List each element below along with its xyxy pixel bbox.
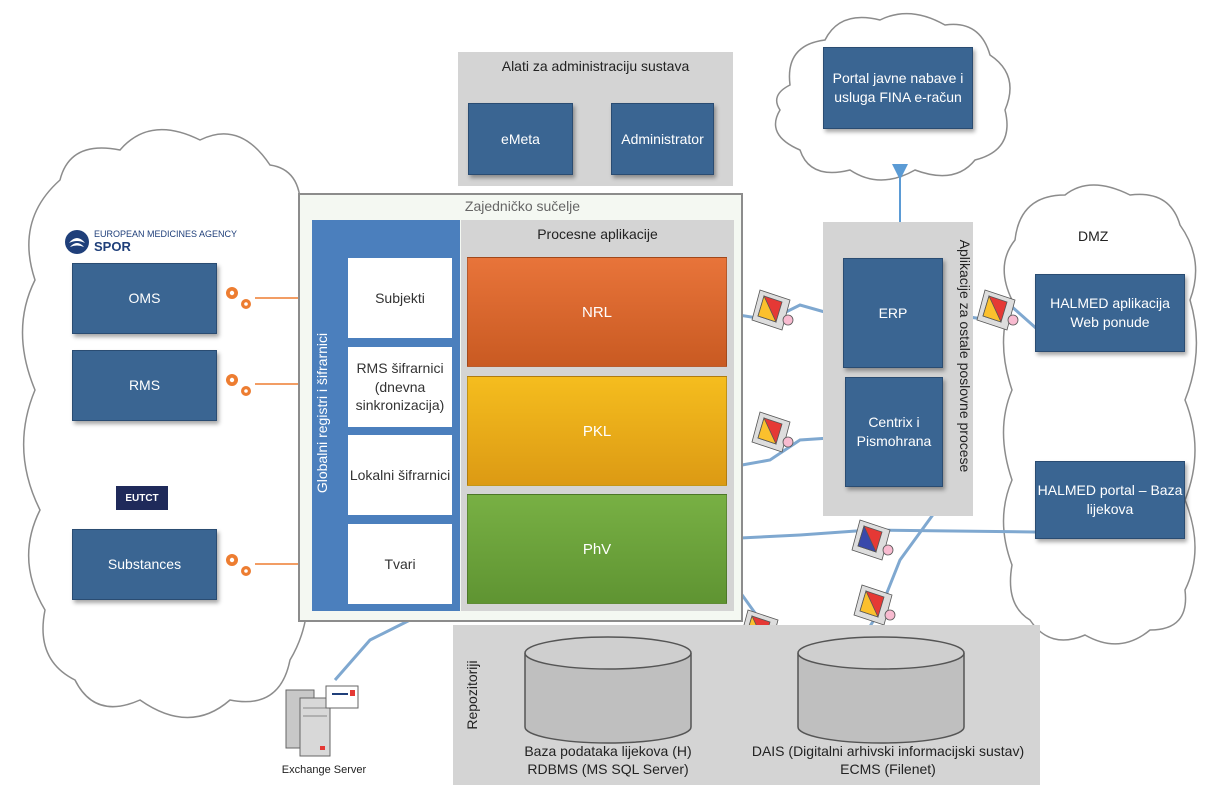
process-apps-panel: Procesne aplikacije NRL PKL PhV	[461, 220, 734, 611]
nrl-app[interactable]: NRL	[467, 257, 727, 367]
common-interface-title: Zajedničko sučelje	[464, 198, 581, 214]
dmz-cloud	[1002, 184, 1198, 645]
emeta-button[interactable]: eMeta	[468, 103, 573, 175]
ema-logo: EUROPEAN MEDICINES AGENCY SPOR	[64, 227, 244, 257]
business-apps-panel: ERP Centrix i Pismohrana Aplikacije za o…	[823, 222, 973, 516]
ema-title-line1: EUROPEAN MEDICINES AGENCY	[94, 229, 238, 239]
pkl-app[interactable]: PKL	[467, 376, 727, 486]
db2-label-line2: ECMS (Filenet)	[840, 761, 936, 777]
centrix-box[interactable]: Centrix i Pismohrana	[845, 377, 943, 487]
halmed-portal-box[interactable]: HALMED portal – Baza lijekova	[1035, 461, 1185, 539]
ema-logo-icon	[65, 230, 89, 254]
process-apps-title: Procesne aplikacije	[537, 226, 658, 242]
db1-label-line1: Baza podataka lijekova (H)	[524, 743, 692, 759]
eutct-logo: EUTCT	[116, 486, 168, 510]
registry-tvari[interactable]: Tvari	[348, 524, 452, 604]
database-icon	[524, 636, 692, 744]
ema-title-line2: SPOR	[94, 239, 131, 254]
admin-title: Alati za administraciju sustava	[501, 58, 690, 74]
halmed-web-box[interactable]: HALMED aplikacija Web ponude	[1035, 274, 1185, 352]
erp-box[interactable]: ERP	[843, 258, 943, 368]
ema-cloud	[21, 128, 314, 719]
repositories-panel: Repozitoriji Baza podataka lijekova (H) …	[453, 625, 1040, 785]
phv-app[interactable]: PhV	[467, 494, 727, 604]
registry-rms-sifrarnici[interactable]: RMS šifrarnici (dnevna sinkronizacija)	[348, 347, 452, 427]
admin-panel: Alati za administraciju sustava eMeta Ad…	[458, 52, 733, 186]
archive-database-icon	[797, 636, 965, 744]
substances-box[interactable]: Substances	[72, 529, 217, 600]
registry-vertical-label: Globalni registri i šifrarnici	[314, 332, 330, 494]
db2-label-line1: DAIS (Digitalni arhivski informacijski s…	[751, 743, 1025, 759]
registry-subjekti[interactable]: Subjekti	[348, 258, 452, 338]
repositories-vertical-label: Repozitoriji	[464, 660, 480, 730]
server-icon	[285, 685, 359, 757]
db1-label-line2: RDBMS (MS SQL Server)	[527, 761, 689, 777]
business-vertical-label: Aplikacije za ostale poslovne procese	[957, 239, 973, 473]
administrator-button[interactable]: Administrator	[611, 103, 714, 175]
fina-portal-box[interactable]: Portal javne nabave i usluga FINA e-raču…	[823, 47, 973, 129]
oms-box[interactable]: OMS	[72, 263, 217, 334]
rms-box[interactable]: RMS	[72, 350, 217, 421]
exchange-server-label: Exchange Server	[281, 764, 367, 776]
registry-lokalni-sifrarnici[interactable]: Lokalni šifrarnici	[348, 435, 452, 515]
dmz-title: DMZ	[1078, 228, 1109, 244]
global-registry-panel: Globalni registri i šifrarnici Subjekti …	[312, 220, 460, 611]
